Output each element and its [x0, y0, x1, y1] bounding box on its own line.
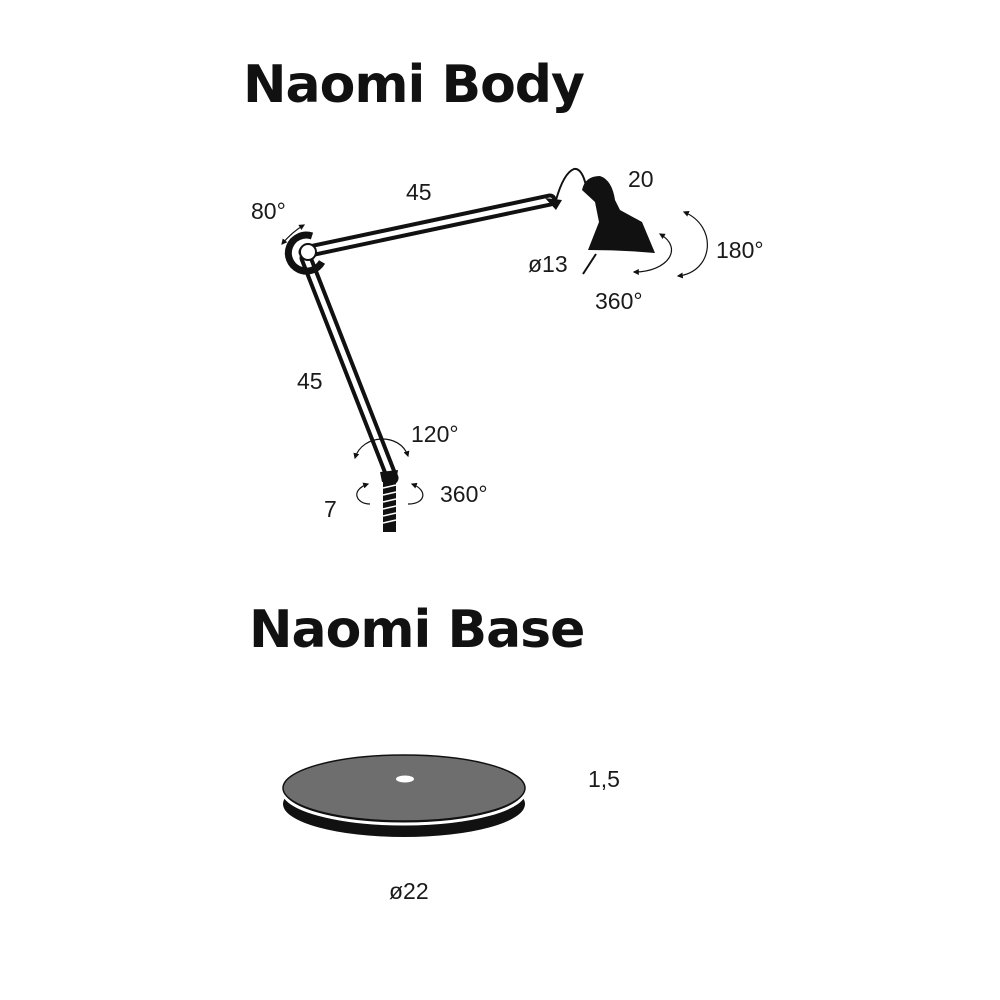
- shade-rotation-label: 360°: [595, 288, 643, 314]
- body-title: Naomi Body: [243, 55, 585, 115]
- base-diameter-label: ø22: [389, 878, 429, 904]
- base-disc-drawing: [281, 754, 527, 837]
- lower-arm: [299, 251, 399, 485]
- shade-diameter-label: ø13: [528, 251, 568, 277]
- elbow-rotation-label: 80°: [251, 198, 286, 224]
- pin-length-label: 7: [324, 496, 337, 522]
- shade-tilt-label: 180°: [716, 237, 764, 263]
- elbow-rotation-arrow: [281, 224, 306, 245]
- base-connector: [380, 470, 398, 532]
- shade-tilt-arrow: [676, 211, 708, 279]
- lower-arm-length-label: 45: [297, 368, 323, 394]
- base-title: Naomi Base: [249, 600, 585, 660]
- upper-arm-length-label: 45: [406, 179, 432, 205]
- shade-height-label: 20: [628, 166, 654, 192]
- upper-arm: [298, 193, 562, 259]
- base-joint-tilt-label: 120°: [411, 421, 459, 447]
- base-thickness-label: 1,5: [588, 766, 620, 792]
- lamp-body-drawing: [281, 167, 708, 532]
- base-joint-rotation-label: 360°: [440, 481, 488, 507]
- base-rotation-arrow: [356, 484, 424, 505]
- shade-rotation-arrow: [632, 233, 672, 275]
- base-tilt-arrow: [353, 438, 410, 460]
- base-center-hole: [396, 775, 414, 783]
